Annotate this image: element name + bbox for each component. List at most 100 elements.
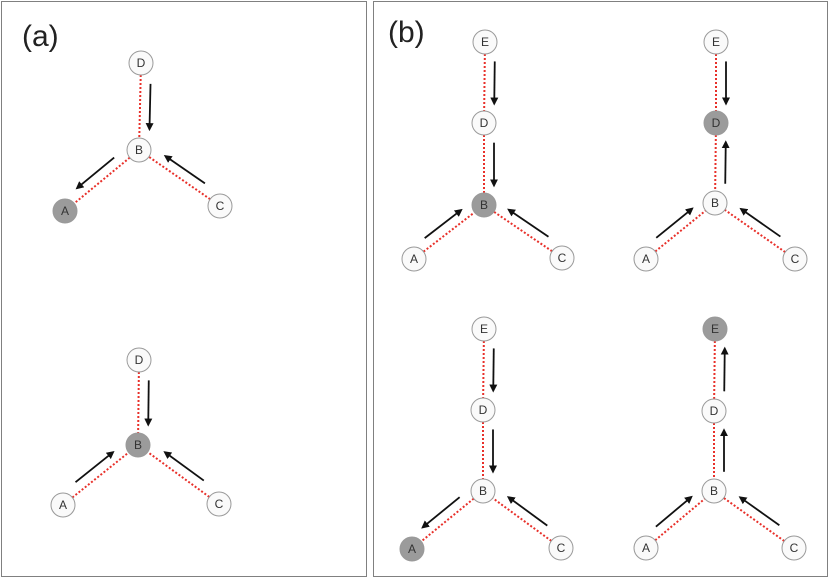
edge-C-B (138, 149, 221, 207)
node-circle (702, 316, 728, 342)
node-label: C (215, 497, 224, 511)
edge-B-A (64, 149, 140, 212)
node-label: A (642, 252, 650, 266)
node-circle (633, 535, 659, 561)
node-D: D (470, 397, 496, 423)
node-label: A (59, 498, 67, 512)
node-circle (470, 478, 496, 504)
node-circle (206, 491, 232, 517)
node-circle (470, 397, 496, 423)
node-circle (401, 246, 427, 272)
arrow-B-to-A (421, 496, 461, 529)
node-circle (399, 536, 425, 562)
edge-E-D (483, 41, 486, 124)
node-D: D (703, 110, 729, 136)
node-B: B (126, 137, 152, 163)
edge-E-D (713, 328, 716, 412)
edge-A-B (645, 202, 716, 260)
edge-C-B (713, 490, 795, 549)
node-circle (207, 193, 233, 219)
node-label: E (711, 322, 719, 336)
edge-A-B (413, 204, 485, 260)
node-B: B (701, 478, 727, 504)
node-circle (472, 29, 498, 55)
arrow-C-to-B (506, 496, 548, 527)
node-D: D (701, 398, 727, 424)
node-label: A (410, 252, 418, 266)
panel-b (373, 1, 828, 577)
node-label: B (480, 198, 488, 212)
node-D: D (128, 50, 154, 76)
arrow-E-to-D (490, 61, 499, 106)
node-E: E (703, 29, 729, 55)
node-label: E (480, 322, 488, 336)
node-label: B (710, 484, 718, 498)
node-circle (781, 535, 807, 561)
node-A: A (633, 246, 659, 272)
node-label: D (710, 404, 719, 418)
node-label: D (479, 403, 488, 417)
node-E: E (471, 316, 497, 342)
node-C: C (781, 535, 807, 561)
node-circle (125, 432, 151, 458)
node-D: D (471, 110, 497, 136)
node-label: C (790, 541, 799, 555)
node-B: B (702, 190, 728, 216)
node-circle (471, 110, 497, 136)
arrow-C-to-B (163, 154, 206, 185)
node-circle (471, 316, 497, 342)
node-label: A (642, 541, 650, 555)
node-C: C (549, 245, 575, 271)
node-circle (50, 492, 76, 518)
node-A: A (401, 246, 427, 272)
arrow-A-to-B (424, 208, 463, 239)
panel-a-label: (a) (22, 20, 59, 53)
node-label: C (216, 199, 225, 213)
node-circle (701, 398, 727, 424)
node-circle (549, 245, 575, 271)
node-C: C (207, 193, 233, 219)
node-E: E (472, 29, 498, 55)
node-label: A (408, 542, 416, 556)
edge-A-B (645, 490, 715, 549)
node-circle (128, 50, 154, 76)
arrow-C-to-B (507, 208, 549, 238)
node-label: D (137, 56, 146, 70)
node-A: A (52, 198, 78, 224)
node-A: A (633, 535, 659, 561)
arrow-D-to-B (144, 380, 153, 427)
node-circle (703, 29, 729, 55)
arrow-C-to-B (163, 451, 205, 482)
diagram-a-top: D B A C (52, 50, 233, 224)
diagram-a-bottom: D B A C (50, 347, 232, 518)
edge-D-B (137, 359, 140, 446)
node-A: A (399, 536, 425, 562)
edge-C-B (714, 202, 796, 260)
edge-D-B (138, 62, 142, 151)
arrow-E-to-D (489, 348, 498, 393)
node-label: E (481, 35, 489, 49)
node-circle (633, 246, 659, 272)
node-label: B (135, 143, 143, 157)
arrow-A-to-B (655, 207, 694, 239)
panel-a (1, 1, 367, 577)
node-A: A (50, 492, 76, 518)
node-label: D (135, 353, 144, 367)
node-label: B (134, 438, 142, 452)
node-circle (703, 110, 729, 136)
arrow-B-to-D (721, 140, 730, 184)
node-circle (702, 190, 728, 216)
arrow-D-to-B (145, 83, 154, 132)
arrow-B-to-A (75, 156, 115, 190)
edge-E-D (482, 328, 485, 411)
node-D: D (126, 347, 152, 373)
node-C: C (548, 535, 574, 561)
node-circle (126, 347, 152, 373)
node-label: A (61, 204, 69, 218)
node-label: B (479, 484, 487, 498)
node-circle (548, 535, 574, 561)
arrow-A-to-B (655, 495, 693, 528)
diagram-b-top-left: E D B A C (401, 29, 575, 272)
